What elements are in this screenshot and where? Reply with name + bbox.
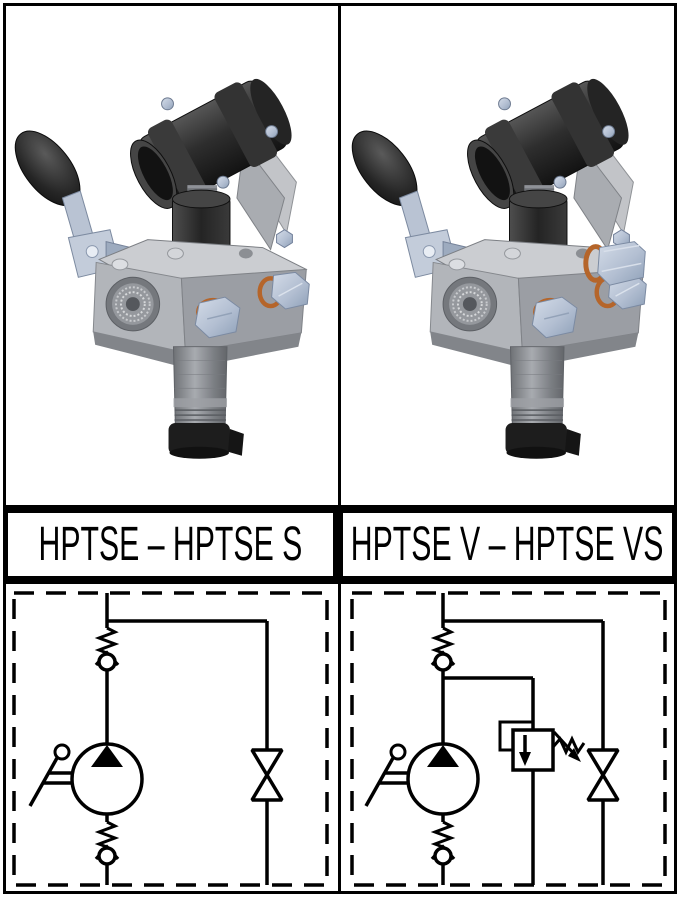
hydraulic-circuit-hptse-v [350,591,667,887]
model-label-cell-hptse: HPTSE – HPTSE S [3,508,338,581]
delivery-check-valve-symbol [94,626,120,672]
circuit-lines [105,593,269,885]
hand-pump-symbol [364,742,480,816]
hydraulic-circuit-hptse [12,591,329,887]
delivery-check-valve-symbol [430,626,456,672]
relief-valve-plug [583,241,646,286]
pressure-relief-valve-symbol [498,720,586,772]
circuit-boundary [12,591,329,887]
photo-column-divider [338,3,341,508]
hand-pump-symbol [28,742,144,816]
circuit-lines [441,593,605,885]
suction-check-valve-symbol [430,820,456,866]
model-label-hptse: HPTSE – HPTSE S [38,517,303,571]
schematic-column-divider [338,581,341,894]
hand-pump-photo-hptse [3,3,340,508]
suction-check-valve-symbol [94,820,120,866]
needle-valve-symbol [586,748,620,802]
circuit-boundary [350,591,667,887]
model-label-hptse-v: HPTSE V – HPTSE VS [351,517,664,571]
hand-pump-photo-hptse-v [340,3,677,508]
needle-valve-symbol [250,748,284,802]
model-label-cell-hptse-v: HPTSE V – HPTSE VS [338,508,677,581]
